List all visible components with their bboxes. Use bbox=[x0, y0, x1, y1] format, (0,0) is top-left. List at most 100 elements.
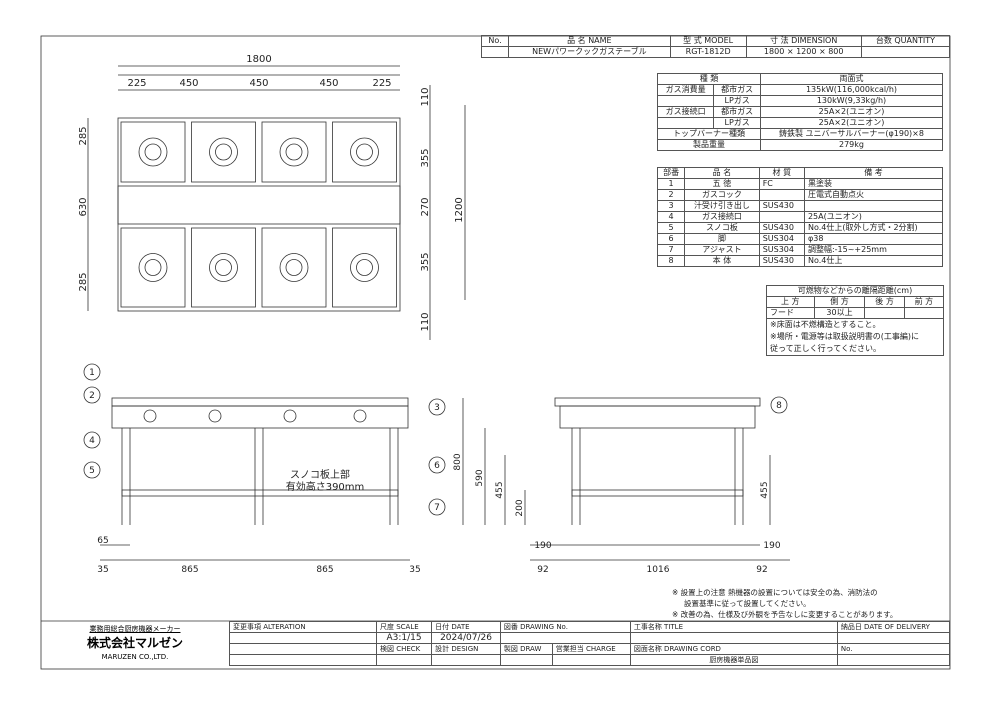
parts-cell: 6 bbox=[656, 233, 686, 245]
dim-w: 450 bbox=[319, 78, 338, 89]
company-logo: 業務用総合厨房機器メーカー 株式会社マルゼン MARUZEN CO.,LTD. bbox=[41, 621, 229, 669]
parts-cell: SUS430 bbox=[758, 222, 805, 234]
clearance-note: ※床面は不燃構造とすること。 bbox=[770, 320, 881, 329]
design-label: 設計 DESIGN bbox=[431, 643, 501, 655]
spec-value: 25A×2(ユニオン) bbox=[759, 117, 944, 129]
dim: 92 bbox=[756, 565, 767, 575]
callout-circle bbox=[83, 363, 101, 381]
spec-label: 製品重量 bbox=[657, 139, 761, 151]
product-model: RGT-1812D bbox=[669, 46, 747, 58]
maker-tag: 業務用総合厨房機器メーカー bbox=[89, 625, 181, 633]
burner-icon bbox=[144, 143, 162, 161]
parts-cell: 本 体 bbox=[684, 255, 760, 267]
clearance-val bbox=[864, 307, 905, 319]
trivet bbox=[332, 227, 397, 308]
burner-icon bbox=[285, 143, 303, 161]
parts-cell: 調整幅:-15~+25mm bbox=[803, 244, 944, 256]
spec-value: 135kW(116,000kcal/h) bbox=[759, 84, 944, 96]
parts-cell: 4 bbox=[656, 211, 686, 223]
parts-cell: FC bbox=[758, 178, 805, 190]
clearance-note: 従って正しく行ってください。 bbox=[770, 344, 881, 353]
callout-circle bbox=[428, 456, 446, 474]
dim: 190 bbox=[534, 541, 551, 551]
burner-icon bbox=[138, 137, 168, 167]
quantity-label: 台数 QUANTITY bbox=[860, 35, 951, 47]
drawing-name: 厨房機器単品図 bbox=[629, 654, 838, 666]
dim-w: 450 bbox=[179, 78, 198, 89]
dim: 65 bbox=[97, 536, 108, 546]
product-dimension: 1800 × 1200 × 800 bbox=[745, 46, 862, 58]
note: ※ 改善の為、仕様及び外観を予告なしに変更することがあります。 bbox=[672, 610, 898, 619]
spec-label: ガス接続口 bbox=[656, 106, 715, 118]
callout-circle bbox=[428, 498, 446, 516]
burner-icon bbox=[350, 253, 379, 282]
spec-sublabel: 都市ガス bbox=[713, 106, 761, 118]
trivet bbox=[120, 227, 186, 308]
dim: 35 bbox=[97, 565, 108, 575]
charge-label: 営業担当 CHARGE bbox=[551, 643, 631, 655]
name-label: 品 名 NAME bbox=[508, 35, 671, 47]
callout-number: 7 bbox=[434, 503, 440, 513]
burner-icon bbox=[279, 253, 309, 282]
burner-icon bbox=[350, 137, 379, 167]
dim: 1016 bbox=[647, 565, 670, 575]
burner-icon bbox=[215, 143, 232, 161]
dim: 865 bbox=[316, 565, 333, 575]
spec-value: 279kg bbox=[759, 139, 944, 151]
spec-value: 130kW(9,33kg/h) bbox=[759, 95, 944, 107]
clearance-title: 可燃物などからの離隔距離(cm) bbox=[766, 285, 944, 297]
dim-w: 450 bbox=[249, 78, 268, 89]
delivery-label: 納品日 DATE OF DELIVERY bbox=[836, 621, 951, 633]
spec-sublabel: LPガス bbox=[713, 117, 761, 129]
burner-icon bbox=[144, 259, 162, 276]
dim: 35 bbox=[409, 565, 420, 575]
dim-h: 285 bbox=[78, 126, 89, 145]
burner-icon bbox=[285, 259, 303, 276]
parts-header: 品 名 bbox=[684, 167, 760, 179]
date-value: 2024/07/26 bbox=[431, 632, 501, 644]
burner-icon bbox=[356, 143, 373, 161]
parts-cell: ガス接続口 bbox=[684, 211, 760, 223]
parts-cell: No.4仕上 bbox=[803, 255, 944, 267]
parts-cell: SUS430 bbox=[758, 255, 805, 267]
no-label: No. bbox=[836, 643, 951, 655]
parts-header: 備 考 bbox=[803, 167, 944, 179]
trivet bbox=[120, 121, 186, 183]
dim-h: 270 bbox=[420, 197, 431, 216]
installation-notes: ※ 設置上の注意 熱機器の設置については安全の為、消防法の 設置基準に従って設置… bbox=[672, 587, 897, 620]
dim-w: 225 bbox=[127, 78, 146, 89]
clearance-col: 前 方 bbox=[903, 296, 945, 308]
scale-label: 尺度 SCALE bbox=[375, 621, 433, 633]
dim: 590 bbox=[475, 469, 485, 486]
parts-cell: 脚 bbox=[684, 233, 760, 245]
callout-circle bbox=[83, 461, 101, 479]
parts-cell: SUS304 bbox=[758, 244, 805, 256]
spec-value: 両面式 bbox=[759, 73, 944, 85]
callout-number: 2 bbox=[89, 391, 95, 401]
note: 設置基準に従って設置してください。 bbox=[684, 599, 811, 608]
spec-sublabel: LPガス bbox=[713, 95, 761, 107]
spec-label: 種 類 bbox=[657, 73, 761, 85]
dim-total-width: 1800 bbox=[246, 54, 271, 65]
clearance-col: 後 方 bbox=[864, 296, 905, 308]
trivet bbox=[261, 227, 327, 308]
clearance-val bbox=[903, 307, 945, 319]
clearance-val: 30以上 bbox=[813, 307, 866, 319]
parts-cell bbox=[758, 189, 805, 201]
clearance-col: 上 方 bbox=[766, 296, 815, 308]
parts-cell: ガスコック bbox=[684, 189, 760, 201]
company-name-en: MARUZEN CO.,LTD. bbox=[101, 653, 169, 661]
parts-cell: 3 bbox=[656, 200, 686, 212]
clearance-note: ※場所・電源等は取扱説明書の(工事編)に bbox=[770, 332, 919, 341]
spec-label bbox=[656, 117, 715, 129]
trivet bbox=[332, 121, 397, 183]
parts-cell: 圧電式自動点火 bbox=[803, 189, 944, 201]
callout-8: 8 bbox=[776, 401, 782, 411]
dim-h: 285 bbox=[78, 272, 89, 291]
